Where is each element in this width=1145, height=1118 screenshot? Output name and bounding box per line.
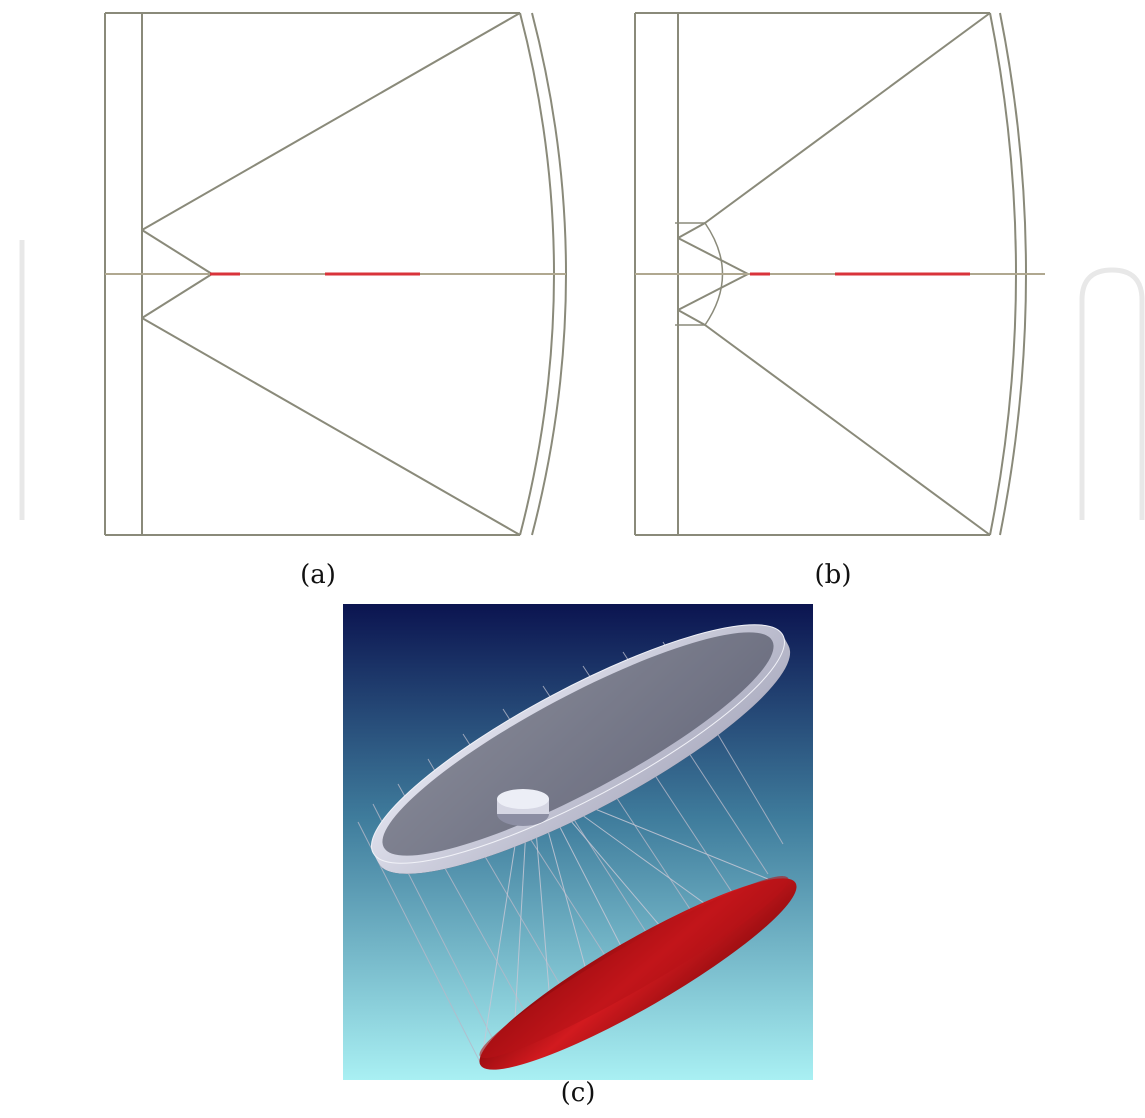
ray-lower-to-focus [677, 273, 749, 311]
diagram-panel-b [634, 12, 1045, 536]
ray-upper-inner [677, 222, 706, 239]
ray-upper-to-focus [141, 229, 213, 275]
caption-b: (b) [814, 560, 852, 590]
red-dish [479, 876, 797, 1070]
caption-c: (c) [560, 1078, 596, 1108]
subreflector [497, 789, 549, 826]
ray-upper [141, 12, 521, 231]
ray-lower [704, 324, 991, 536]
caption-a: (a) [300, 560, 336, 590]
render-panel-c [343, 604, 813, 1080]
ray-lower-to-focus [141, 273, 213, 319]
ray-lower-inner [677, 309, 706, 326]
ray-upper [704, 12, 991, 224]
diagram-panel-a [104, 12, 567, 536]
main-ring [371, 624, 791, 874]
ray-upper-to-focus [677, 237, 749, 275]
ray-lower [141, 317, 521, 536]
